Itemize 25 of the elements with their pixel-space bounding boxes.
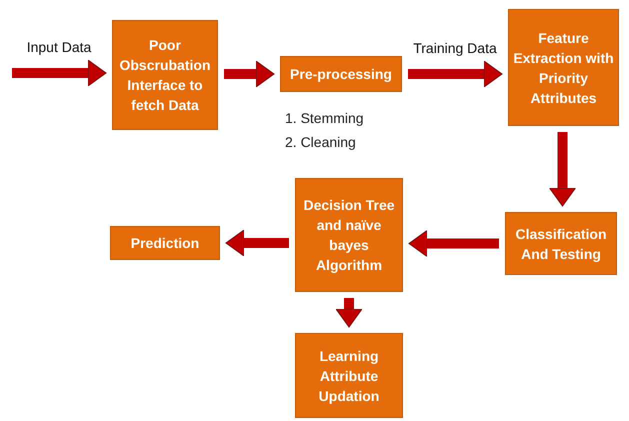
process-box [505,212,617,275]
box-text: Learning Attribute Updation [318,346,380,406]
process-box [112,20,218,130]
block-arrow [408,60,502,88]
block-arrow [408,230,499,257]
box-text: Decision Tree and naïve bayes Algorithm [302,196,396,275]
box-text: Feature Extraction with Priority Attributes [512,28,615,108]
box-text: Prediction [130,234,200,253]
edge-label: Input Data [26,39,92,55]
block-arrow [226,230,289,256]
list-item: 1. Stemming [285,109,364,128]
block-arrow [224,60,274,88]
box-text: Classification And Testing [514,224,608,264]
process-box [280,56,402,92]
block-arrow [336,298,362,328]
process-box [295,178,403,292]
process-box [508,9,619,126]
box-text: Pre-processing [289,65,393,84]
box-text: Poor Obscrubation Interface to fetch Data [118,36,212,115]
block-arrow [549,132,576,206]
list-item: 2. Cleaning [285,133,356,152]
block-arrow [12,60,106,86]
process-box [110,226,220,260]
edge-label: Training Data [412,40,498,56]
process-box [295,333,403,418]
